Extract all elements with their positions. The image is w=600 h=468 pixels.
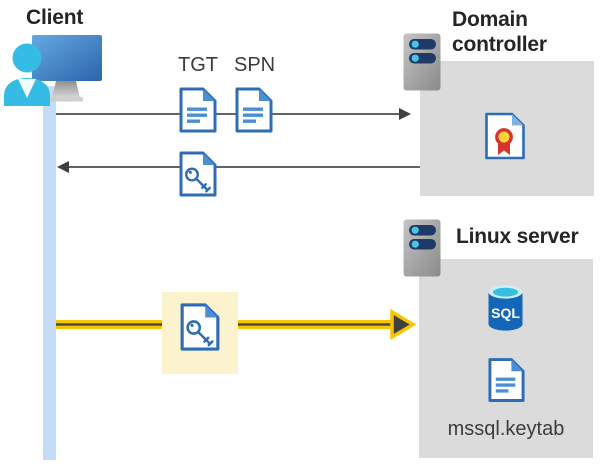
- server-icon-domain-controller: [403, 33, 441, 91]
- client-icon: [4, 35, 102, 106]
- person-icon: [4, 43, 50, 106]
- key-ticket-icon: [178, 151, 218, 197]
- spn-document-icon: [234, 87, 274, 133]
- tgt-document-icon: [178, 87, 218, 133]
- tgt-label: TGT: [178, 54, 218, 76]
- sql-database-icon: SQL: [488, 285, 523, 331]
- keytab-filename-label: mssql.keytab: [447, 418, 565, 440]
- dc-to-client-arrow: [57, 161, 420, 173]
- linux-server-label: Linux server: [456, 225, 579, 248]
- domain-controller-label: Domain controller: [452, 8, 547, 56]
- client-lifeline: [43, 86, 56, 460]
- key-ticket-highlighted-icon: [179, 302, 221, 352]
- client-label: Client: [26, 6, 84, 29]
- server-icon-linux: [403, 219, 441, 277]
- certificate-icon: [485, 112, 525, 160]
- keytab-document-icon: [487, 355, 526, 405]
- monitor-icon: [32, 35, 102, 102]
- sql-badge-text: SQL: [491, 305, 520, 321]
- spn-label: SPN: [234, 54, 276, 76]
